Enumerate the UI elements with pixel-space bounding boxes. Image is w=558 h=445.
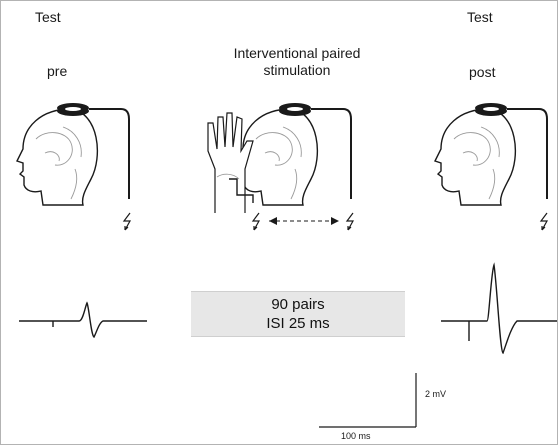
- lightning-stimulus-icon-peripheral: [253, 213, 259, 230]
- scale-bar: [319, 373, 416, 427]
- lightning-stimulus-icon-post: [541, 213, 547, 230]
- protocol-isi-text: ISI 25 ms: [191, 314, 405, 333]
- protocol-box: 90 pairs ISI 25 ms: [191, 291, 405, 337]
- head-profile-icon-intervention: [237, 109, 317, 205]
- tms-coil-icon-intervention: [279, 103, 311, 116]
- protocol-pairs-text: 90 pairs: [191, 295, 405, 314]
- lightning-stimulus-icon-pre: [124, 213, 130, 230]
- scale-time-label: 100 ms: [341, 431, 371, 441]
- tms-coil-icon-post: [475, 103, 507, 116]
- scale-voltage-label: 2 mV: [425, 389, 446, 399]
- head-profile-icon-post: [435, 109, 515, 205]
- interval-arrow: [269, 217, 339, 225]
- hand-icon: [208, 113, 253, 213]
- head-profile-icon-pre: [17, 109, 97, 205]
- lightning-stimulus-icon-cortical: [347, 213, 353, 230]
- mep-trace-post: [441, 265, 557, 353]
- mep-trace-pre: [19, 303, 147, 337]
- tms-coil-icon-pre: [57, 103, 89, 116]
